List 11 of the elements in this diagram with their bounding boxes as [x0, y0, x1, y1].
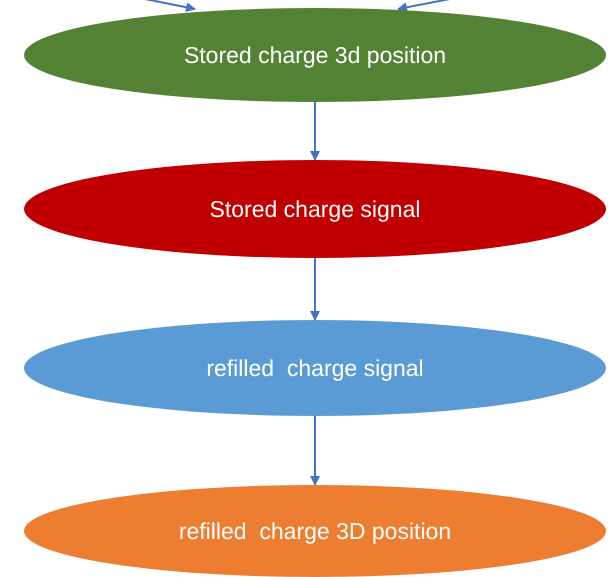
node-label: Stored charge signal: [210, 194, 420, 224]
node-label: refilled charge 3D position: [178, 516, 452, 546]
process-ellipse: [24, 160, 606, 258]
process-ellipse: [24, 8, 606, 102]
arrow: [310, 258, 320, 321]
node-label: refilled charge signal: [206, 354, 424, 383]
process-ellipse: [24, 485, 606, 577]
process-ellipse: [24, 320, 606, 416]
arrow: [310, 416, 320, 486]
arrow: [310, 102, 320, 161]
node-label: Stored charge 3d position: [184, 40, 446, 70]
